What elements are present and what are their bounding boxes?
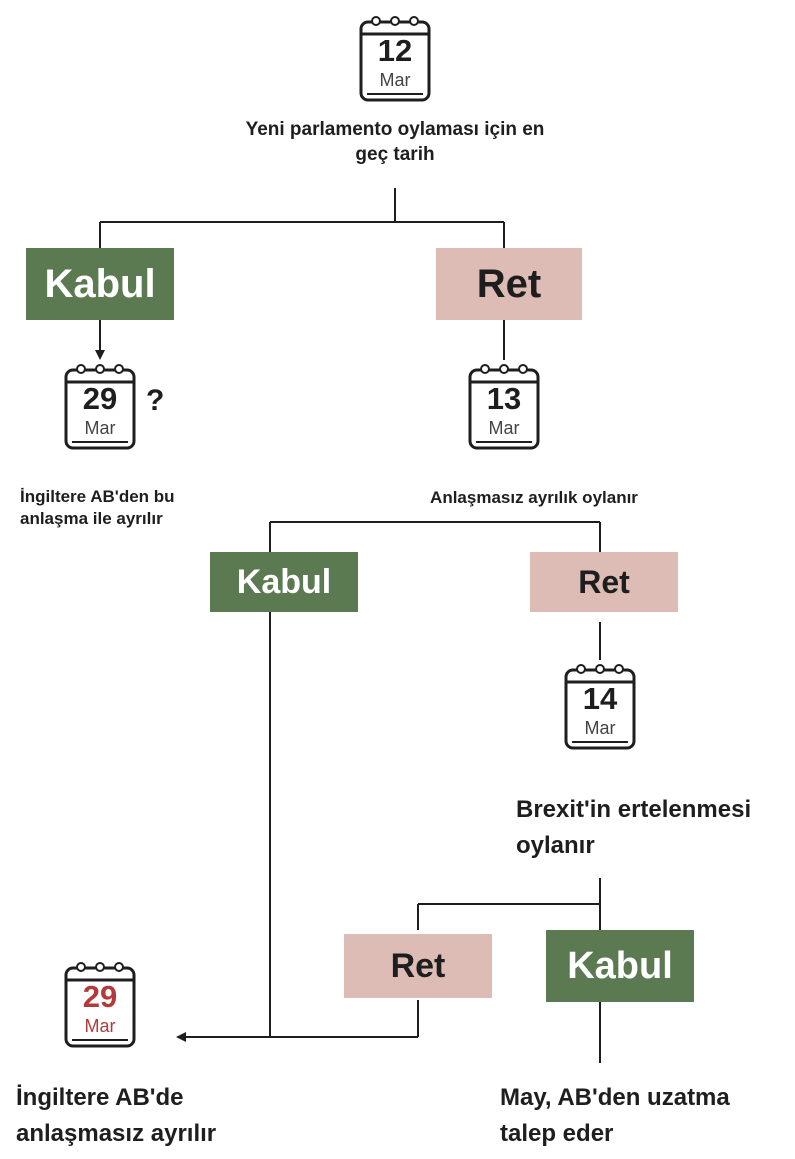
calendar-icon-14-mar: 14 Mar [563, 660, 637, 752]
calendar-icon [468, 364, 540, 450]
ret-box-3: Ret [344, 934, 492, 998]
calendar-icon [564, 664, 636, 750]
ret-box-1: Ret [436, 248, 582, 320]
calendar-month: Mar [84, 1016, 116, 1036]
calendar-month: Mar [379, 70, 411, 90]
label-delay-vote: Brexit'in ertelenmesi oylanır [516, 796, 752, 859]
kabul-box-2: Kabul [210, 552, 358, 612]
ret-box-2: Ret [530, 552, 678, 612]
calendar-icon-13-mar: 13 Mar [467, 360, 541, 452]
label-extension-request: May, AB'den uzatma talep eder [500, 1084, 730, 1147]
kabul-box-1: Kabul [26, 248, 174, 320]
label-leave-with-deal: İngiltere AB'den bu anlaşma ile ayrılır [20, 487, 175, 529]
calendar-month: Mar [584, 718, 616, 738]
calendar-day: 13 [486, 381, 522, 416]
question-mark: ? [146, 384, 165, 417]
calendar-icon [64, 364, 136, 450]
calendar-icon-12-mar: 12 Mar [358, 12, 432, 104]
calendar-day: 29 [82, 979, 118, 1014]
kabul-box-3: Kabul [546, 930, 694, 1002]
calendar-month: Mar [488, 418, 520, 438]
label-leave-no-deal: İngiltere AB'de anlaşmasız ayrılır [16, 1084, 217, 1147]
calendar-icon [64, 962, 136, 1048]
calendar-day: 29 [82, 381, 118, 416]
calendar-day: 14 [582, 681, 618, 716]
label-top-vote: Yeni parlamento oylaması için en geç tar… [245, 119, 545, 165]
calendar-icon-29-mar-final: 29 Mar [63, 958, 137, 1050]
calendar-icon [359, 16, 431, 102]
calendar-day: 12 [377, 33, 413, 68]
calendar-icon-29-mar: 29 Mar [63, 360, 137, 452]
calendar-month: Mar [84, 418, 116, 438]
label-no-deal-vote: Anlaşmasız ayrılık oylanır [430, 488, 638, 507]
